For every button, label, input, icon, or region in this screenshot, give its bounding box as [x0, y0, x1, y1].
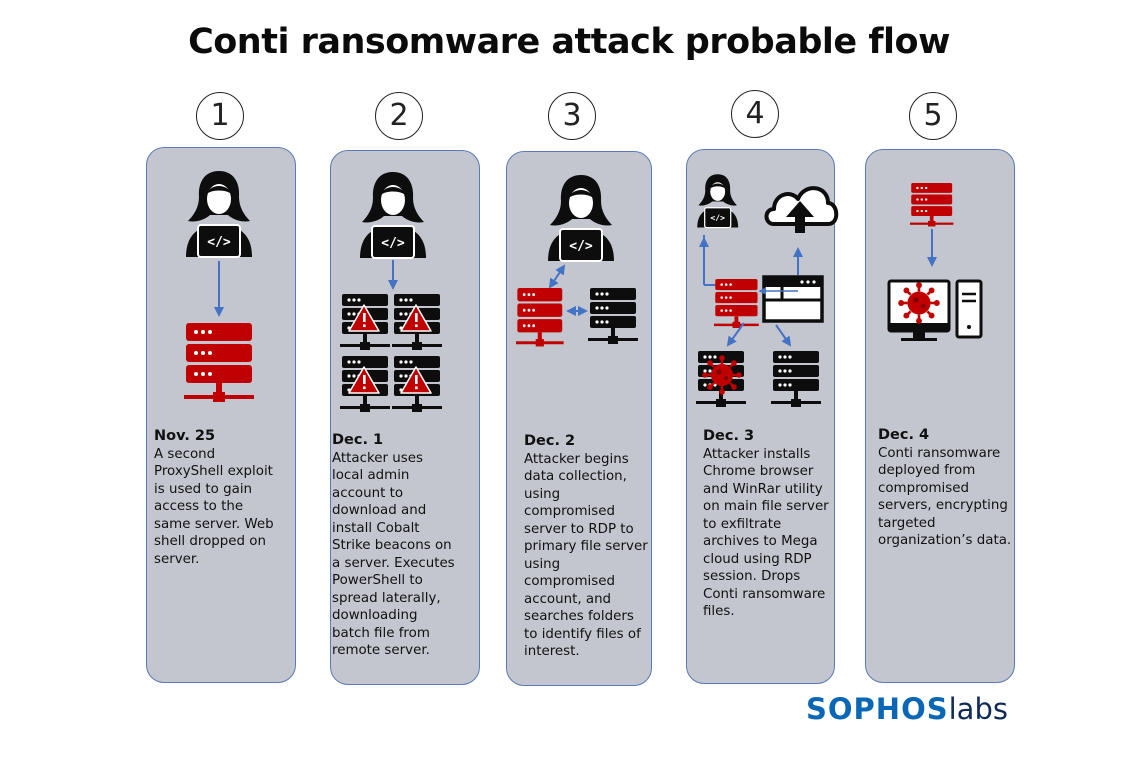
step-description-5: Conti ransomware deployed from compromis… [878, 445, 1012, 549]
step-date-3: Dec. 2 [524, 433, 576, 449]
step-description-2: Attacker uses local admin account to dow… [332, 450, 455, 659]
step-date-5: Dec. 4 [878, 427, 930, 443]
cloud-upload-icon [764, 186, 839, 233]
step-number-3: 3 [548, 92, 596, 140]
diagram-title: Conti ransomware attack probable flow [188, 22, 950, 62]
step-date-2: Dec. 1 [332, 432, 384, 448]
flow-arrow [775, 324, 792, 347]
step-description-1: A second ProxyShell exploit is used to g… [154, 446, 274, 567]
step-number-2: 2 [375, 92, 423, 140]
browser-window-icon [762, 275, 824, 323]
step-text-4: Dec. 3 Attacker installs Chrome browser … [703, 428, 835, 621]
virus-server-icon [696, 351, 746, 407]
hacker-icon [696, 173, 739, 229]
red-server-icon [714, 279, 759, 328]
infected-server-icon [340, 294, 442, 412]
step-number-5: 5 [909, 92, 957, 140]
step-5-illustration [887, 183, 983, 341]
step-text-1: Nov. 25 A second ProxyShell exploit is u… [154, 428, 294, 568]
infected-computer-icon [887, 279, 983, 341]
step-text-5: Dec. 4 Conti ransomware deployed from co… [878, 427, 1015, 550]
sophoslabs-logo: SOPHOSlabs [806, 692, 1008, 726]
logo-part-labs: labs [948, 692, 1008, 726]
hacker-icon [185, 170, 253, 258]
step-2-illustration [340, 171, 442, 412]
black-server-icon [588, 288, 638, 344]
red-server-icon [184, 323, 254, 402]
step-description-3: Attacker begins data collection, using c… [524, 451, 648, 660]
step-text-3: Dec. 2 Attacker begins data collection, … [524, 433, 652, 661]
logo-part-sophos: SOPHOS [806, 692, 949, 726]
step-date-1: Nov. 25 [154, 428, 216, 444]
step-card-5 [865, 149, 1015, 683]
flow-arrow [726, 322, 745, 347]
black-server-icon [771, 351, 821, 407]
step-1-illustration [184, 170, 254, 402]
hacker-icon [547, 174, 615, 262]
step-card-4 [686, 149, 835, 684]
step-4-illustration [696, 173, 839, 407]
step-description-4: Attacker installs Chrome browser and Win… [703, 446, 829, 620]
red-server-icon [516, 288, 564, 347]
step-number-1: 1 [196, 92, 244, 140]
flow-arrow [548, 264, 566, 289]
step-number-4: 4 [731, 90, 779, 138]
step-date-4: Dec. 3 [703, 428, 755, 444]
red-server-icon [910, 183, 954, 227]
hacker-icon [359, 171, 427, 259]
step-text-2: Dec. 1 Attacker uses local admin account… [332, 432, 478, 660]
step-3-illustration [516, 174, 638, 347]
